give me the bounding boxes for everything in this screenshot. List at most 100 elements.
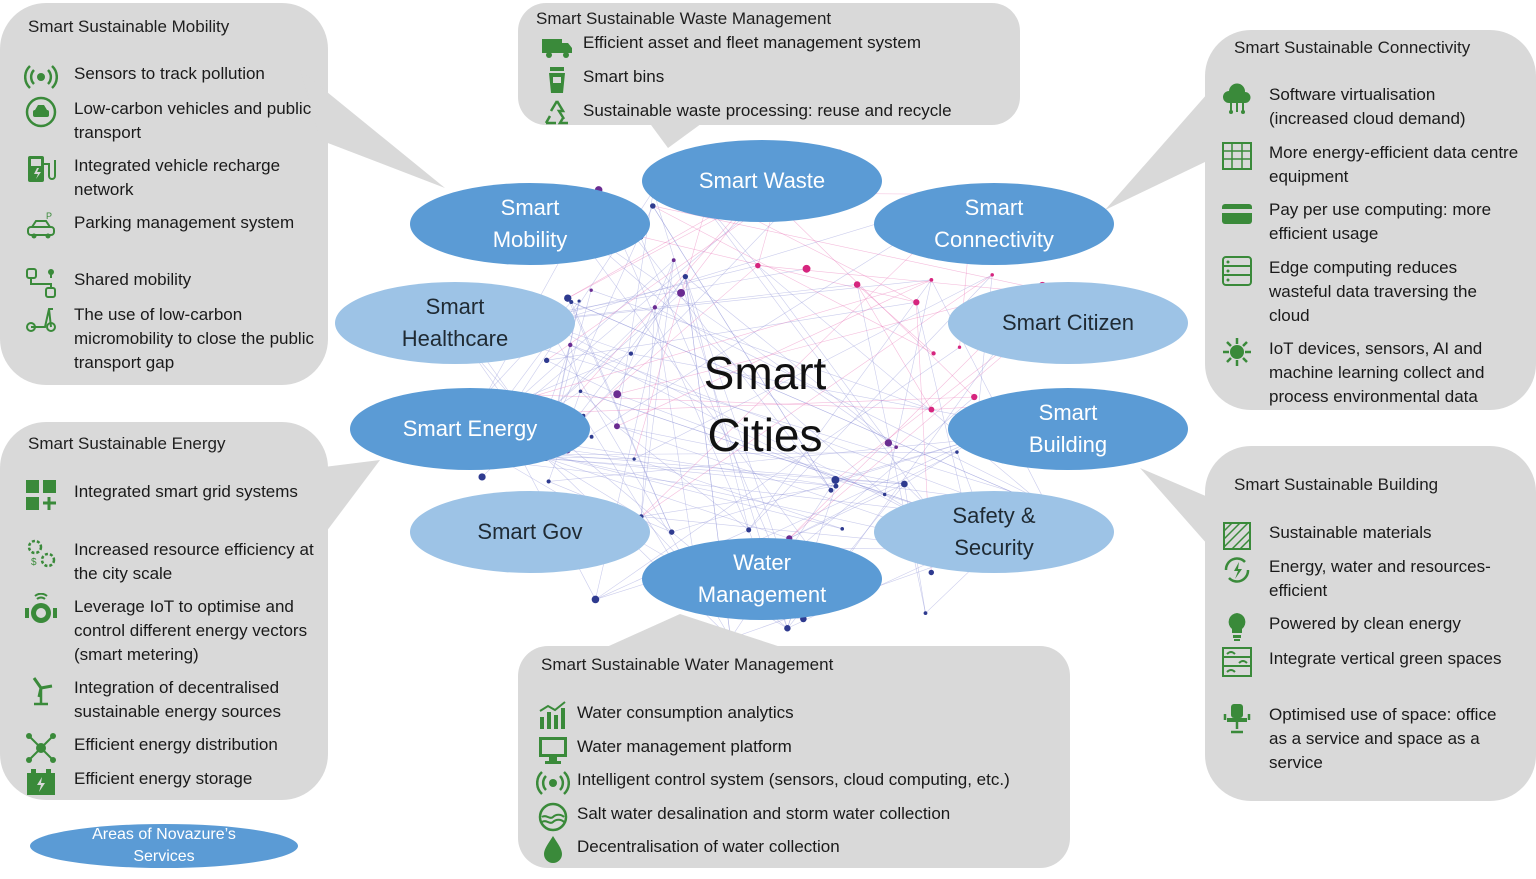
network-line	[564, 216, 885, 495]
network-node	[669, 529, 675, 535]
building-callout	[1205, 446, 1536, 801]
oval-smart-citizen[interactable]: Smart Citizen	[948, 282, 1188, 364]
connectivity-item: Pay per use computing: more efficient us…	[1269, 200, 1492, 243]
network-node	[613, 390, 622, 399]
waste-item: Smart bins	[583, 67, 665, 86]
network-line	[835, 439, 976, 481]
network-line	[640, 236, 917, 303]
network-line	[630, 276, 686, 354]
network-node	[652, 305, 658, 310]
mobility-item: Parking management system	[74, 213, 295, 232]
network-node	[589, 288, 593, 292]
network-node	[478, 473, 486, 481]
water-item: Intelligent control system (sensors, clo…	[577, 770, 1010, 789]
network-node	[671, 258, 676, 263]
network-node	[955, 450, 959, 454]
water-item: Salt water desalination and storm water …	[577, 804, 951, 823]
network-line	[564, 216, 897, 448]
svg-text:$: $	[31, 557, 37, 568]
network-node	[682, 273, 689, 280]
building-item: Sustainable materials	[1269, 523, 1432, 542]
water-globe-icon	[536, 800, 570, 834]
network-line	[757, 265, 889, 444]
mobility-item: The use of low-carbon micromobility to c…	[74, 305, 314, 372]
water-drop-icon	[536, 833, 570, 867]
network-line	[580, 188, 761, 392]
network-line	[616, 279, 932, 427]
network-node	[578, 389, 583, 394]
energy-item: Efficient energy distribution	[74, 735, 278, 754]
network-node	[831, 475, 840, 484]
mobility-item: Shared mobility	[74, 270, 192, 289]
network-node	[632, 457, 636, 461]
building-item: Integrate vertical green spaces	[1269, 649, 1502, 668]
network-line	[550, 441, 836, 487]
network-line	[515, 259, 674, 402]
lightbulb-icon	[1220, 610, 1254, 644]
network-line	[652, 205, 934, 354]
building-item: Energy, water and resources-efficient	[1269, 557, 1491, 600]
oval-smart-gov[interactable]: Smart Gov	[410, 491, 650, 573]
network-line	[757, 265, 1042, 504]
network-line	[685, 276, 749, 531]
network-line	[856, 284, 934, 354]
network-node	[569, 299, 574, 304]
network-line	[616, 426, 749, 531]
network-node	[828, 487, 834, 493]
network-line	[546, 292, 682, 414]
energy-title: Smart Sustainable Energy	[28, 434, 226, 453]
network-line	[760, 187, 975, 398]
network-line	[641, 485, 836, 517]
green-wall-icon	[1220, 645, 1254, 679]
grid-plus-icon	[24, 478, 58, 512]
building-item: Optimised use of space: office as a serv…	[1269, 705, 1497, 772]
network-node	[928, 406, 935, 413]
network-line	[546, 396, 975, 414]
shared-route-icon	[24, 266, 58, 300]
connectivity-item: More energy-efficient data centre equipm…	[1269, 143, 1519, 186]
network-line	[580, 390, 930, 509]
svg-text:P: P	[46, 211, 52, 221]
network-node	[901, 480, 908, 488]
network-line	[591, 289, 932, 410]
network-node	[613, 423, 620, 430]
network-line	[884, 279, 932, 495]
oval-smart-connectivity[interactable]: Smart Connectivity	[874, 183, 1114, 265]
network-line	[617, 393, 885, 495]
oval-smart-energy[interactable]: Smart Energy	[350, 388, 590, 470]
network-line	[630, 353, 1019, 427]
network-node	[546, 479, 551, 484]
mobility-item: Sensors to track pollution	[74, 64, 265, 83]
oval-smart-healthcare[interactable]: Smart Healthcare	[335, 282, 575, 364]
network-line	[748, 279, 932, 531]
network-line	[616, 260, 674, 395]
oval-safety-security[interactable]: Safety & Security	[874, 491, 1114, 573]
monitor-icon	[536, 733, 570, 767]
network-node	[957, 345, 962, 349]
network-line	[545, 457, 790, 539]
oval-smart-mobility[interactable]: Smart Mobility	[410, 183, 650, 265]
energy-item: Integrated smart grid systems	[74, 482, 298, 501]
water-callout	[518, 646, 1070, 868]
network-node	[628, 351, 634, 356]
water-item: Decentralisation of water collection	[577, 837, 840, 856]
network-node	[677, 288, 686, 297]
network-node	[929, 277, 934, 282]
network-node	[577, 299, 581, 303]
building-item: Powered by clean energy	[1269, 614, 1461, 633]
network-line	[634, 458, 843, 530]
oval-smart-building[interactable]: Smart Building	[948, 388, 1188, 470]
connectivity-item: IoT devices, sensors, AI and machine lea…	[1269, 339, 1485, 406]
gears-money-icon: $	[24, 536, 58, 570]
network-line	[580, 390, 930, 509]
network-line	[640, 260, 674, 517]
recycle-icon	[540, 97, 574, 131]
connectivity-item: Software virtualisation (increased cloud…	[1269, 85, 1466, 128]
network-line	[652, 205, 832, 491]
oval-water-management[interactable]: Water Management	[642, 538, 882, 620]
water-item: Water management platform	[577, 737, 792, 756]
network-node	[840, 527, 845, 531]
network-line	[571, 301, 1049, 508]
network-line	[570, 301, 672, 533]
oval-smart-waste[interactable]: Smart Waste	[642, 140, 882, 222]
